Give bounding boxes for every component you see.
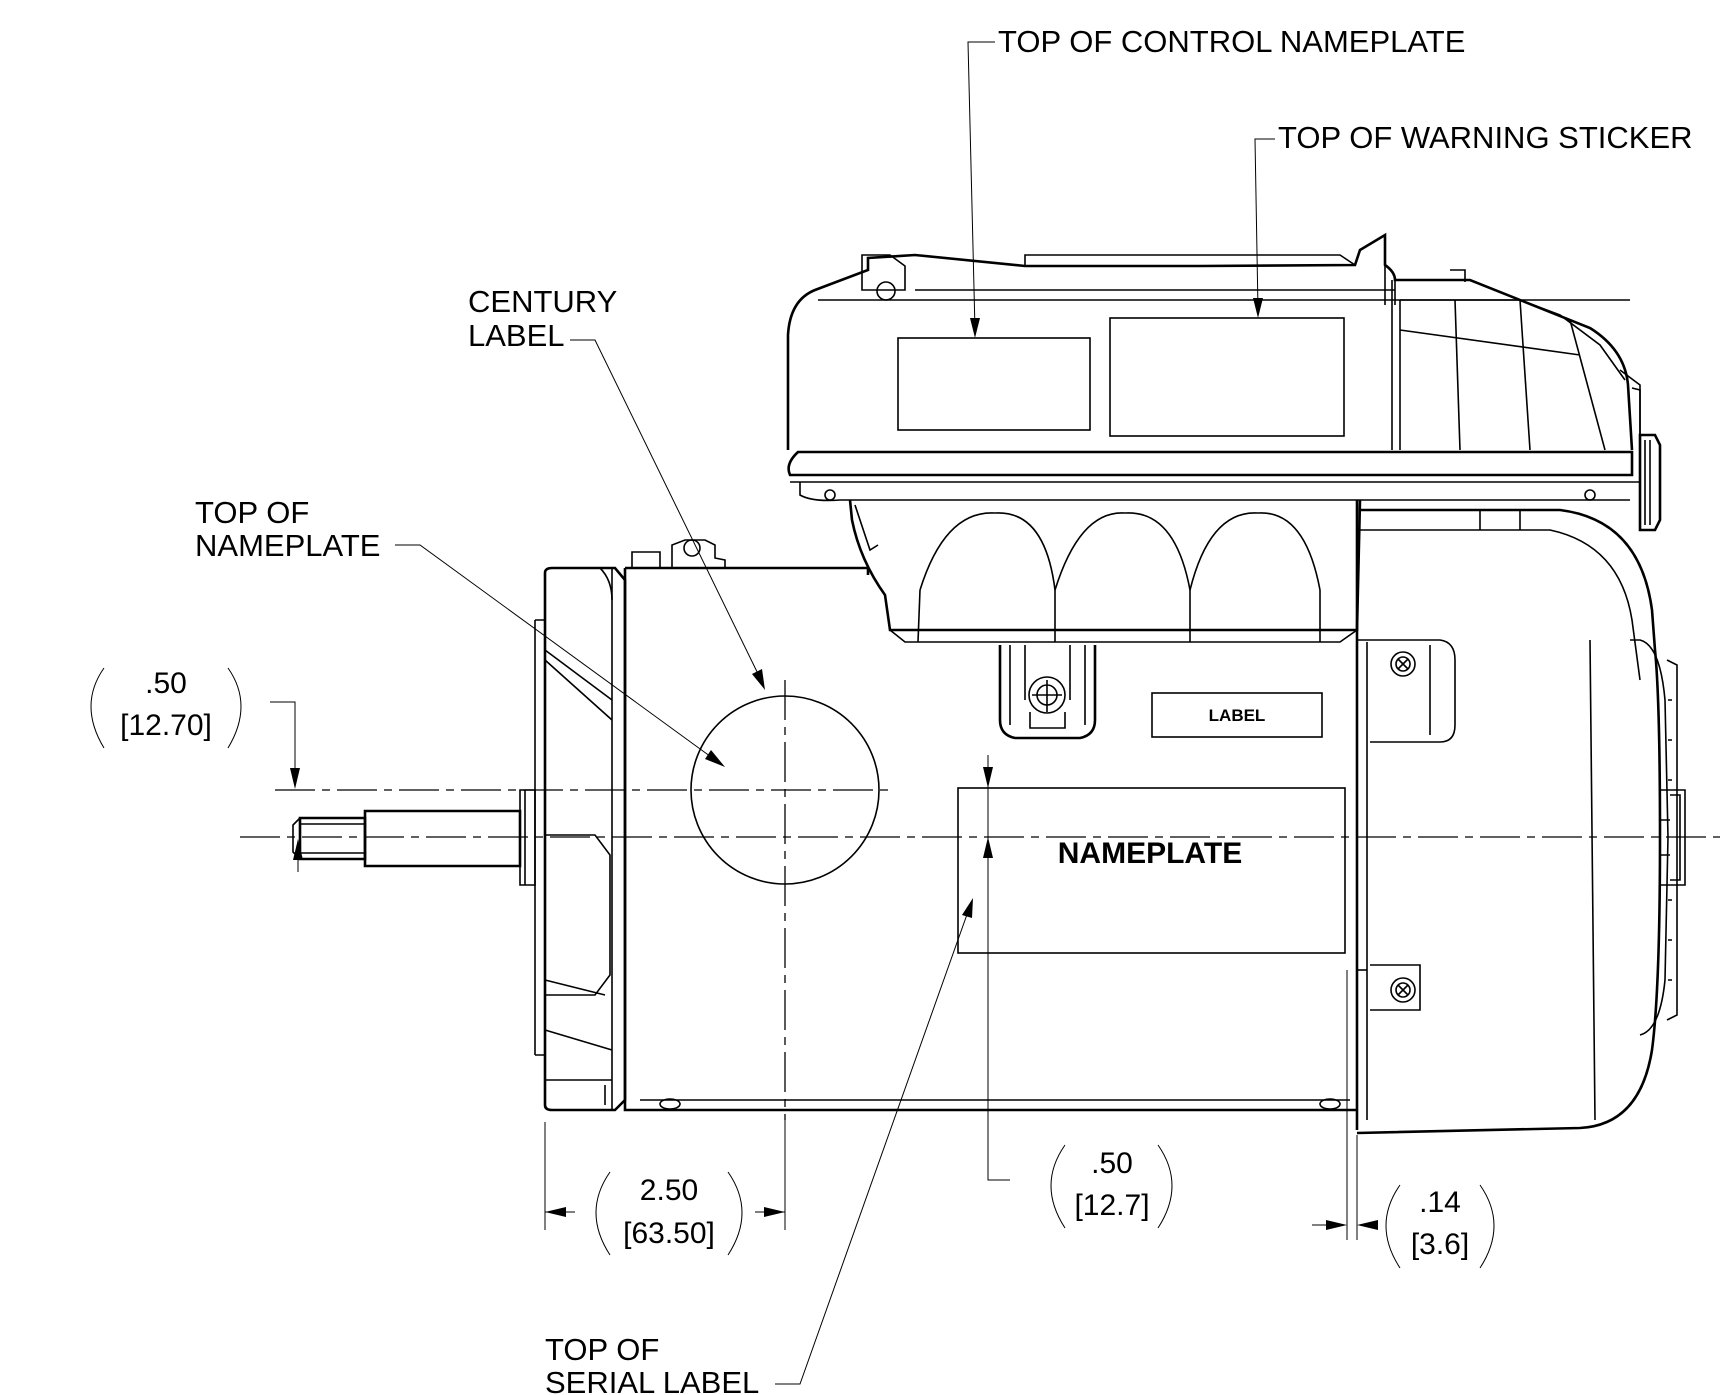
motor-body [292, 500, 1686, 1135]
right-dim-mm: [3.6] [1411, 1228, 1469, 1261]
label-box [1151, 692, 1323, 738]
serial-label-callout-line2: SERIAL LABEL [545, 1365, 759, 1395]
right-dim-inch: .14 [1419, 1186, 1461, 1219]
leader-lines [395, 41, 1275, 1385]
center-dim-mm: [12.7] [1074, 1189, 1149, 1222]
center-lines [240, 680, 1720, 1120]
center-dim-inch: .50 [1091, 1147, 1133, 1180]
nameplate-box [957, 787, 1346, 954]
bottom-dim-inch: 2.50 [640, 1174, 698, 1207]
left-dim-mm: [12.70] [120, 709, 212, 742]
century-label-callout-line2: LABEL [468, 318, 565, 353]
control-box [786, 232, 1662, 643]
callouts: TOP OF CONTROL NAMEPLATE TOP OF WARNING … [195, 24, 1693, 1395]
warning-sticker-callout: TOP OF WARNING STICKER [1278, 120, 1693, 155]
dimension-values: .50 [12.70] 2.50 [63.50] .50 [12.7] .14 … [90, 667, 1495, 1269]
nameplate-callout-line1: TOP OF [195, 495, 309, 530]
control-nameplate-callout: TOP OF CONTROL NAMEPLATE [998, 24, 1465, 59]
label-areas: LABEL NAMEPLATE [690, 692, 1346, 954]
nameplate-callout-line2: NAMEPLATE [195, 528, 380, 563]
label-box-text: LABEL [1209, 706, 1266, 725]
serial-label-callout-line1: TOP OF [545, 1332, 659, 1367]
century-label-circle [690, 695, 880, 885]
left-dim-inch: .50 [145, 667, 187, 700]
bottom-dim-mm: [63.50] [623, 1217, 715, 1250]
century-label-callout-line1: CENTURY [468, 284, 617, 319]
nameplate-box-text: NAMEPLATE [1058, 837, 1242, 870]
dimension-lines [270, 701, 1378, 1240]
